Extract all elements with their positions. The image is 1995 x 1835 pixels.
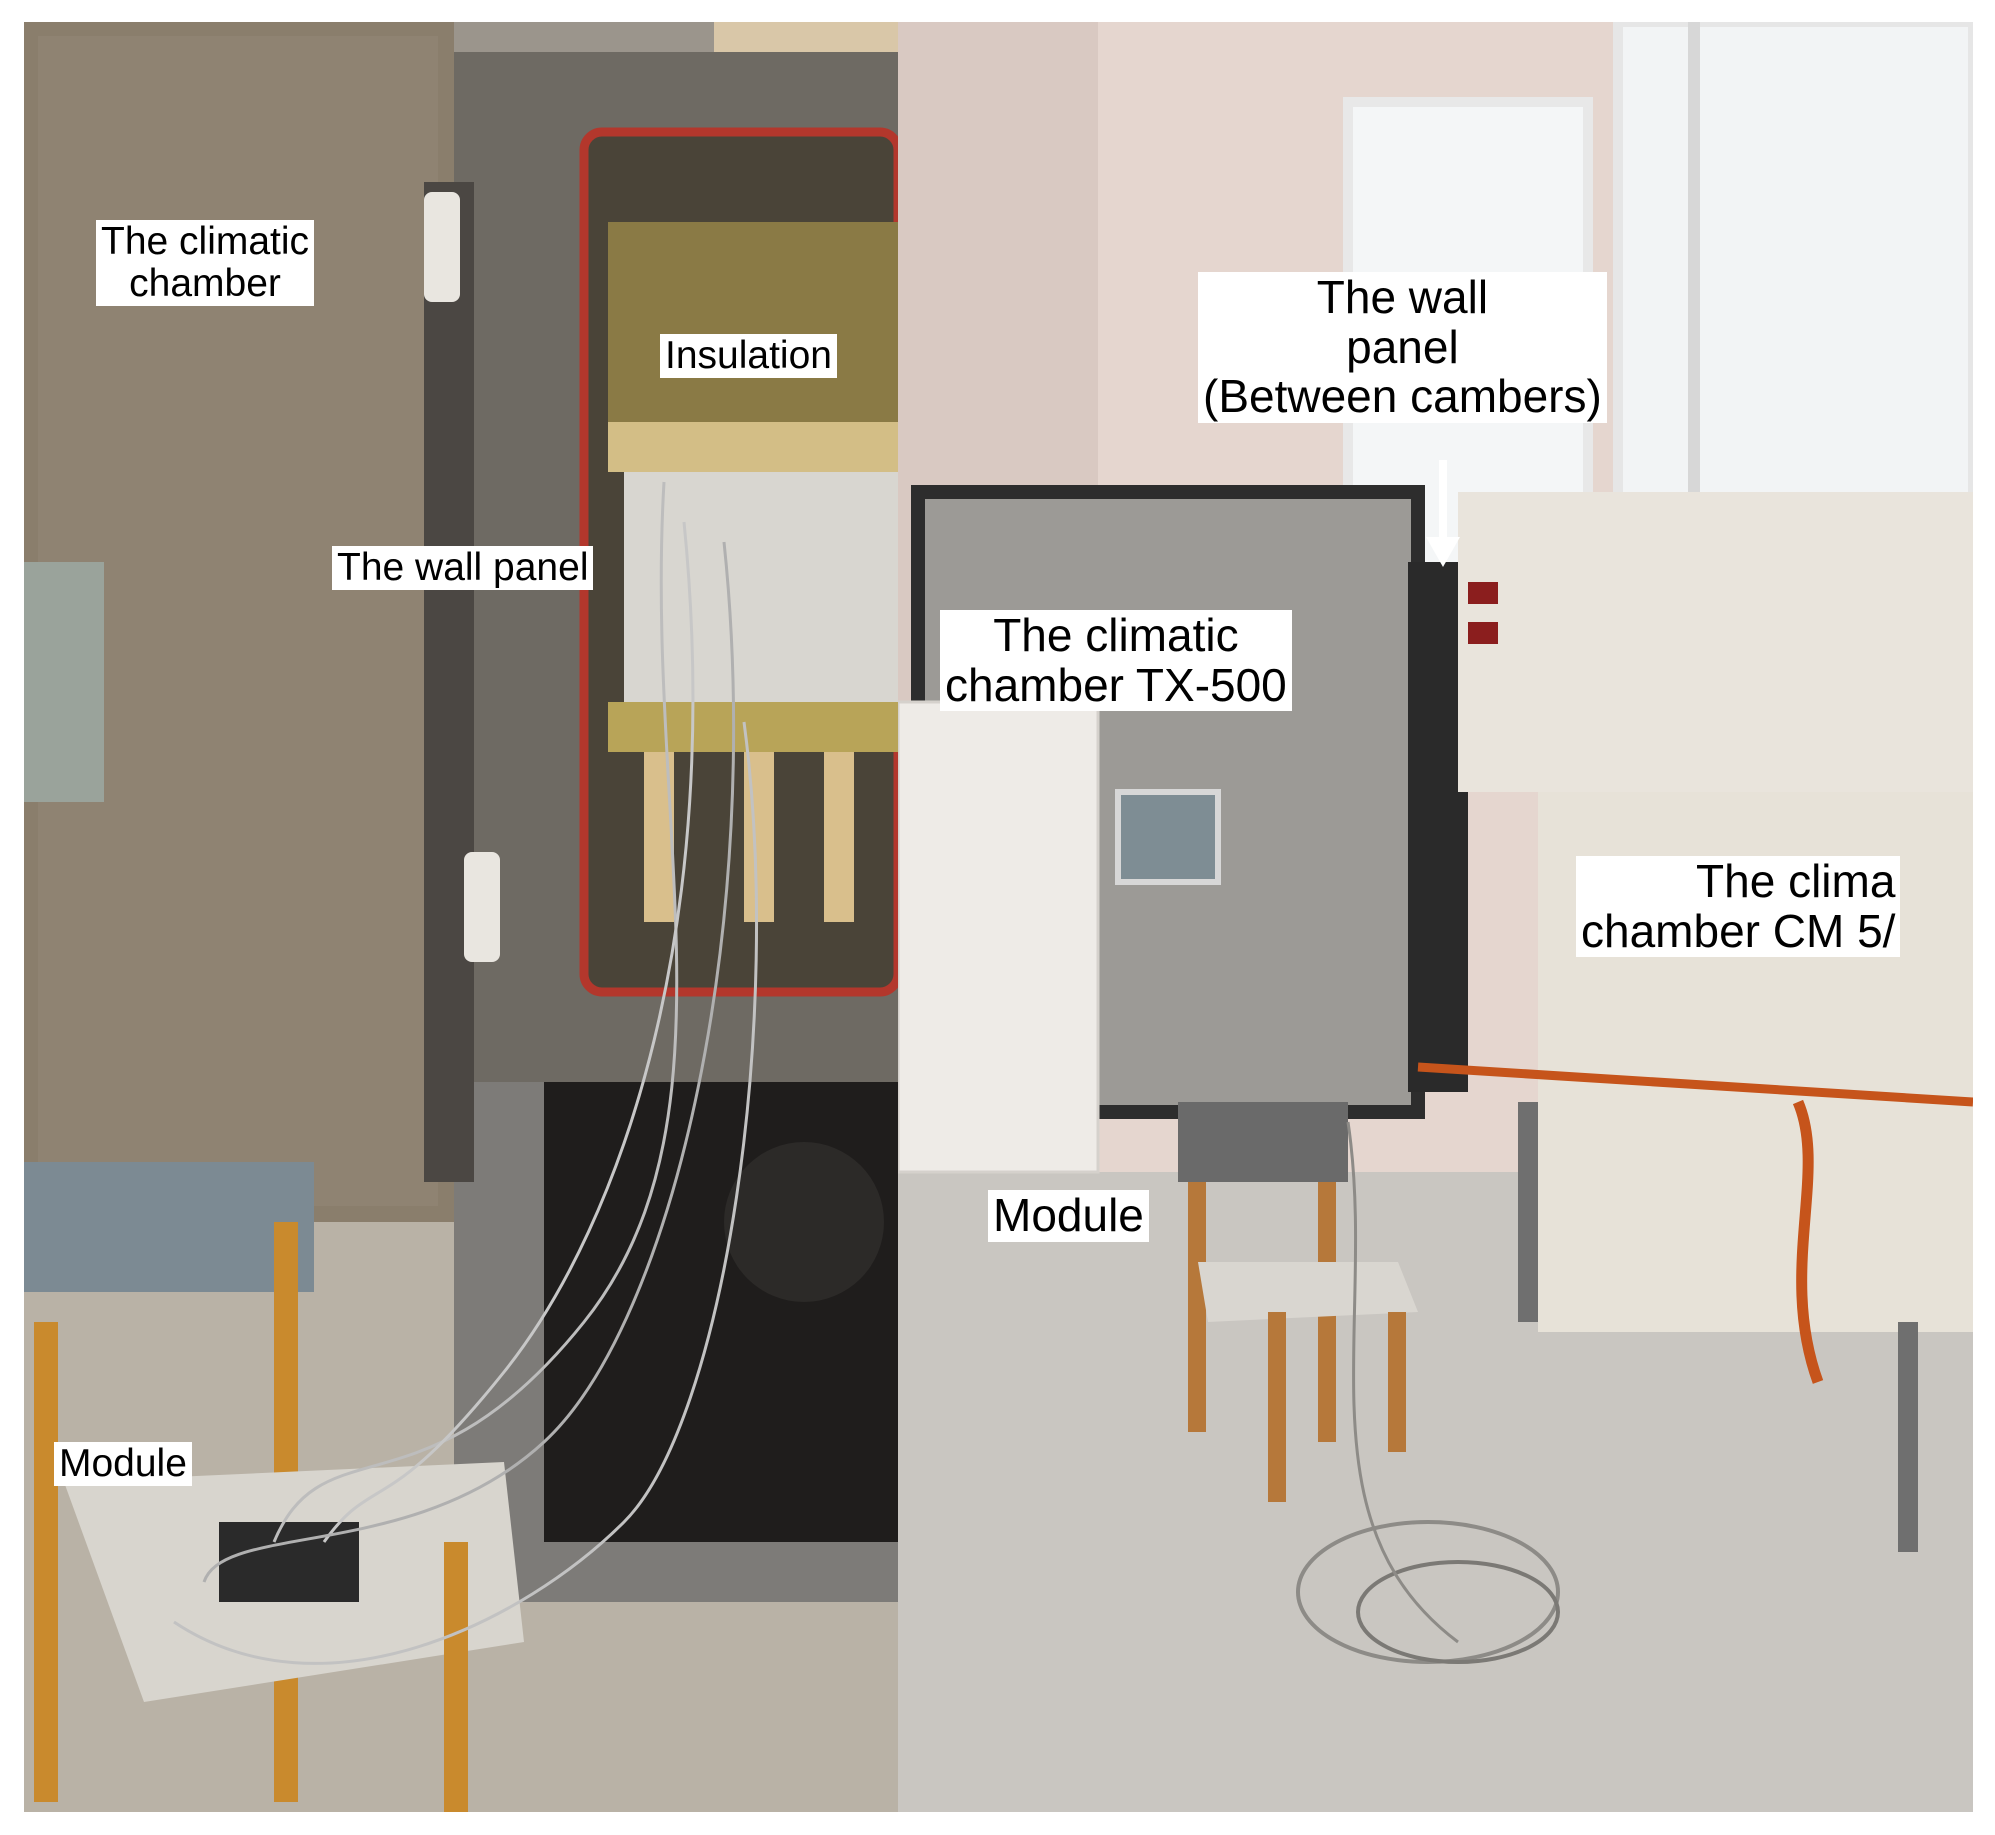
module-label: Module [54, 1442, 192, 1487]
tx500-label-line2: chamber TX-500 [945, 658, 1287, 711]
wall-panel-between-label: The wall panel (Between cambers) [1198, 271, 1607, 424]
wall-panel-between-line3: (Between cambers) [1203, 370, 1602, 423]
left-photo [24, 22, 898, 1812]
module-label-right-text: Module [993, 1189, 1144, 1241]
wall-panel-label: The wall panel [332, 546, 594, 591]
module-label-right: Module [988, 1190, 1149, 1242]
cm5-label: The clima chamber CM 5/ [1576, 855, 1901, 958]
tx500-label-line1: The climatic [993, 609, 1239, 661]
wall-panel-between-line2: panel [1346, 320, 1459, 373]
left-photo-panel: The climatic chamber Insulation The wall… [24, 22, 898, 1812]
wall-panel-between-line1: The wall [1316, 271, 1489, 323]
insulation-label-text: Insulation [665, 334, 832, 377]
climatic-chamber-label-line1: The climatic [101, 220, 310, 263]
wall-panel-label-text: The wall panel [337, 546, 589, 589]
module-label-text: Module [59, 1442, 187, 1485]
climatic-chamber-label-line2: chamber [129, 262, 281, 306]
tx500-label: The climatic chamber TX-500 [940, 609, 1292, 712]
insulation-label: Insulation [660, 334, 837, 379]
climatic-chamber-label: The climatic chamber [96, 220, 315, 307]
cm5-label-line2: chamber CM 5/ [1581, 904, 1896, 957]
right-photo-panel: The wall panel (Between cambers) The cli… [898, 22, 1973, 1812]
cm5-label-line1: The clima [1696, 855, 1896, 907]
right-photo [898, 22, 1973, 1812]
